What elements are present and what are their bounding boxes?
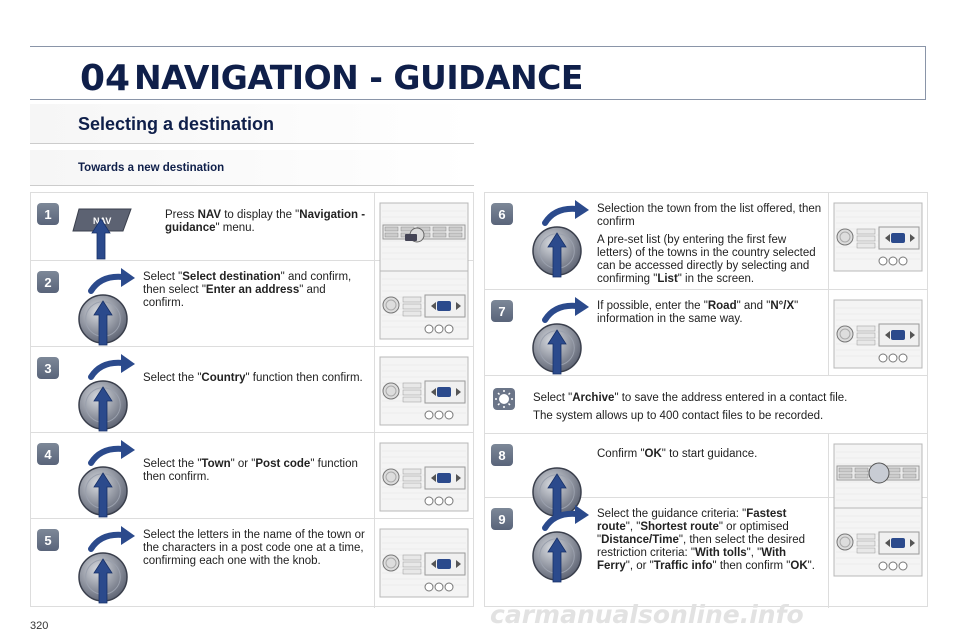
knob-turn-push-icon: [71, 525, 161, 605]
thumb-divider: [374, 261, 375, 346]
step-number-badge: 3: [37, 357, 59, 379]
head-unit-panel-icon: [379, 197, 469, 277]
step-instruction: Select the "Country" function then confi…: [143, 372, 363, 384]
step-instruction: Confirm "OK" to start guidance.: [597, 448, 758, 460]
step-number-badge: 6: [491, 203, 513, 225]
step-instruction: Select the "Town" or "Post code" functio…: [143, 458, 358, 483]
step-number-badge: 5: [37, 529, 59, 551]
step-row-1: 1NAVPress NAV to display the "Navigation…: [31, 193, 473, 272]
control-panel-icon: [833, 294, 923, 374]
control-panel-icon: [379, 523, 469, 603]
control-panel-icon: [833, 197, 923, 277]
chapter-number: 04: [80, 58, 131, 99]
step-number-badge: 7: [491, 300, 513, 322]
step-row-5: 5 Select the letters in the name of the t…: [31, 519, 473, 608]
section-title: Selecting a destination: [78, 114, 275, 134]
step-number-badge: 1: [37, 203, 59, 225]
subsection-band: [30, 150, 474, 186]
step-row-7: 7 If possible, enter the "Road" and "N°/X…: [485, 290, 927, 376]
knob-push-icon: [525, 440, 615, 520]
thumb-divider: [828, 193, 829, 289]
knob-turn-push-icon: [71, 439, 161, 519]
control-panel-icon: [379, 351, 469, 431]
thumb-divider: [828, 290, 829, 375]
knob-turn-push-icon: [71, 267, 161, 347]
knob-turn-push-icon: [71, 353, 161, 433]
knob-turn-push-icon: [525, 504, 615, 584]
step-number-badge: 4: [37, 443, 59, 465]
step-instruction: Select the guidance criteria: "Fastest r…: [597, 508, 815, 572]
steps-column-left: 1 NAVPress NAV to display the "Navigation…: [30, 192, 474, 608]
chapter-title: NAVIGATION - GUIDANCE: [134, 58, 583, 97]
thumb-divider: [374, 193, 375, 260]
tip-bulb-icon: [491, 386, 517, 412]
thumb-divider: [828, 498, 829, 608]
step-number-badge: 8: [491, 444, 513, 466]
step-row-2: 2 Select "Select destination" and confirm…: [31, 261, 473, 347]
step-row-tip: Select "Archive" to save the address ent…: [485, 376, 927, 434]
thumb-divider: [374, 433, 375, 518]
thumb-divider: [828, 434, 829, 497]
steps-column-right: 6 Selection the town from the list offere…: [484, 192, 928, 608]
step-row-6: 6 Selection the town from the list offere…: [485, 193, 927, 290]
section-band: [30, 104, 474, 144]
step-row-9: 9 Select the guidance criteria: "Fastest …: [485, 498, 927, 608]
step-number-badge: 9: [491, 508, 513, 530]
step-instruction: Press NAV to display the "Navigation - g…: [165, 209, 366, 234]
watermark: carmanualsonline.info: [490, 600, 804, 629]
step-instruction: Select the letters in the name of the to…: [143, 529, 365, 567]
page-number: 320: [30, 620, 49, 632]
head-unit-knob-icon: [833, 438, 923, 518]
thumb-divider: [374, 519, 375, 608]
knob-turn-push-icon: [525, 296, 615, 376]
thumb-divider: [374, 347, 375, 432]
nav-button-icon: NAV: [71, 199, 161, 279]
knob-turn-push-icon: [525, 199, 615, 279]
control-panel-icon: [379, 265, 469, 345]
header-frame: [30, 46, 926, 100]
step-instruction: If possible, enter the "Road" and "N°/X"…: [597, 300, 799, 325]
step-instruction: Select "Select destination" and confirm,…: [143, 271, 352, 309]
step-instruction: Selection the town from the list offered…: [597, 203, 822, 285]
subsection-title: Towards a new destination: [78, 162, 225, 174]
step-number-badge: 2: [37, 271, 59, 293]
step-instruction: Select "Archive" to save the address ent…: [533, 392, 848, 422]
step-row-8: 8 Confirm "OK" to start guidance.: [485, 434, 927, 519]
control-panel-icon: [833, 502, 923, 582]
control-panel-icon: [379, 437, 469, 517]
